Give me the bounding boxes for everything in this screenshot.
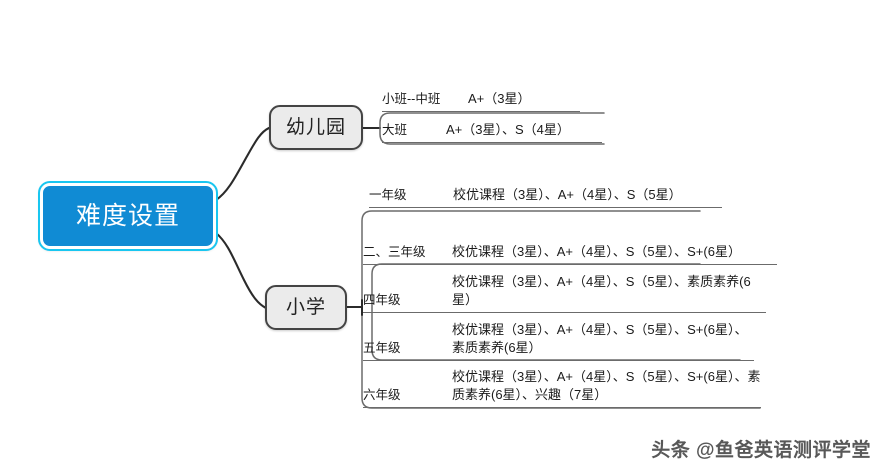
- leaf-row-grade: 小班--中班: [382, 92, 441, 107]
- branch-node-primary-school[interactable]: 小学: [265, 285, 347, 330]
- leaf-row-grade: 一年级: [369, 188, 407, 203]
- leaf-row-grade: 六年级: [363, 388, 401, 403]
- leaf-row-primary-1[interactable]: 二、三年级 校优课程（3星）、A+（4星）、S（5星）、S+(6星）: [363, 212, 777, 265]
- leaf-row-primary-2[interactable]: 四年级 校优课程（3星）、A+（4星）、S（5星）、素质素养(6星）: [363, 265, 766, 313]
- leaf-row-primary-0[interactable]: 一年级 校优课程（3星）、A+（4星）、S（5星）: [369, 180, 722, 208]
- leaf-row-detail: 校优课程（3星）、A+（4星）、S（5星）、S+(6星）: [452, 244, 741, 260]
- leaf-row-grade: 二、三年级: [363, 245, 426, 260]
- branch-node-kindergarten-label: 幼儿园: [285, 117, 346, 138]
- leaf-row-kindergarten-0[interactable]: 小班--中班 A+（3星）: [382, 84, 580, 112]
- leaf-row-detail: 校优课程（3星）、A+（4星）、S（5星）: [453, 187, 682, 203]
- connector-root-to-primary: [214, 231, 268, 310]
- leaf-row-detail: 校优课程（3星）、A+（4星）、S（5星）、S+(6星）、素质素养(6星）、兴趣…: [452, 369, 761, 403]
- leaf-row-detail: 校优课程（3星）、A+（4星）、S（5星）、素质素养(6星）: [452, 274, 751, 308]
- leaf-row-detail: 校优课程（3星）、A+（4星）、S（5星）、S+(6星）、素质素养(6星）: [452, 322, 748, 356]
- connector-root-to-kindergarten: [214, 126, 271, 202]
- leaf-row-detail: A+（3星）、S（4星）: [446, 122, 570, 138]
- leaf-row-grade: 四年级: [363, 293, 401, 308]
- leaf-row-grade: 大班: [382, 123, 408, 138]
- leaf-row-detail: A+（3星）: [468, 91, 531, 107]
- watermark-text: 头条 @鱼爸英语测评学堂: [651, 440, 871, 461]
- leaf-row-kindergarten-1[interactable]: 大班 A+（3星）、S（4星）: [382, 114, 602, 143]
- leaf-row-primary-3[interactable]: 五年级 校优课程（3星）、A+（4星）、S（5星）、S+(6星）、素质素养(6星…: [363, 313, 754, 361]
- leaf-row-primary-4[interactable]: 六年级 校优课程（3星）、A+（4星）、S（5星）、S+(6星）、素质素养(6星…: [363, 361, 761, 408]
- branch-node-kindergarten[interactable]: 幼儿园: [269, 105, 363, 150]
- leaf-row-grade: 五年级: [363, 341, 401, 356]
- root-node-difficulty-settings[interactable]: 难度设置: [38, 181, 218, 251]
- branch-node-primary-school-label: 小学: [285, 297, 326, 318]
- root-node-label: 难度设置: [75, 201, 180, 230]
